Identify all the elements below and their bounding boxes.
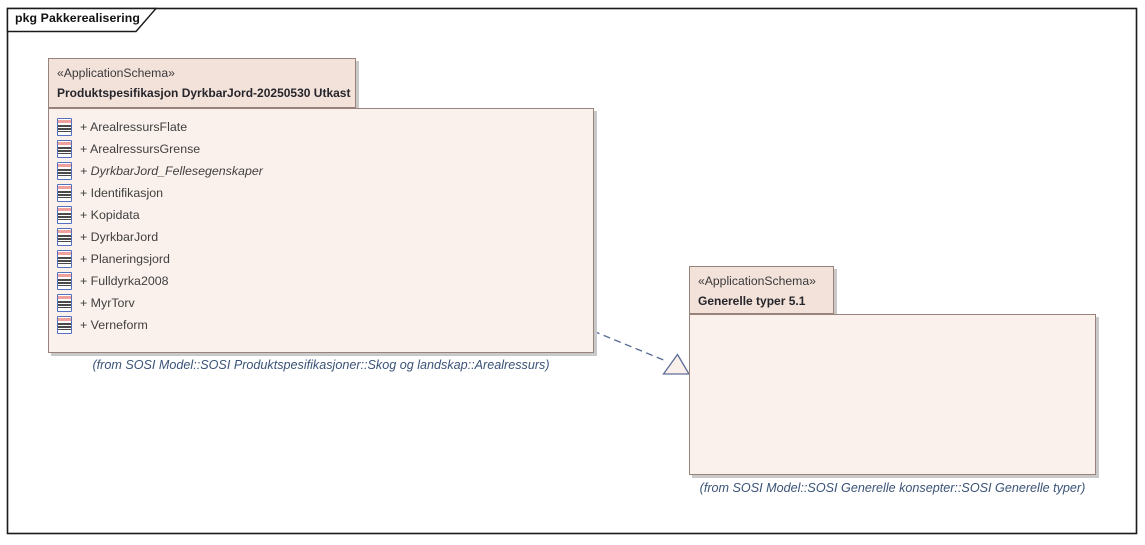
class-icon [57,250,72,268]
class-icon [57,162,72,180]
package-body-produktspesifikasjon[interactable]: + ArealressursFlate + ArealressursGrense +… [48,108,594,353]
class-item-label: + Identifikasjon [80,186,164,200]
realization-connector[interactable] [592,330,691,375]
class-item-label: + Planeringsjord [80,252,170,266]
realization-arrowhead-icon [662,353,691,375]
class-item-label: + Verneform [80,318,148,332]
class-icon [57,228,72,246]
package-stereotype: «ApplicationSchema» [698,274,816,288]
class-list-item[interactable]: + Planeringsjord [57,248,593,270]
package-name: Generelle typer 5.1 [698,294,806,308]
class-icon [57,316,72,334]
class-item-label: + DyrkbarJord [80,230,159,244]
package-tab-generelle-typer[interactable]: «ApplicationSchema» Generelle typer 5.1 [689,266,834,314]
class-icon [57,184,72,202]
package-class-list: + ArealressursFlate + ArealressursGrense +… [49,109,593,336]
class-list-item[interactable]: + Identifikasjon [57,182,593,204]
class-item-label: + ArealressursGrense [80,142,201,156]
class-item-label: + Fulldyrka2008 [80,274,169,288]
package-caption-produktspesifikasjon: (from SOSI Model::SOSI Produktspesifikas… [92,358,550,372]
package-stereotype: «ApplicationSchema» [57,66,175,80]
realization-dashed-line[interactable] [592,330,667,362]
class-icon [57,272,72,290]
frame-title: pkg Pakkerealisering [15,11,141,25]
package-name: Produktspesifikasjon DyrkbarJord-2025053… [57,86,351,100]
class-item-label: + MyrTorv [80,296,135,310]
class-item-label: + DyrkbarJord_Fellesegenskaper [80,164,263,178]
class-list-item[interactable]: + DyrkbarJord_Fellesegenskaper [57,160,593,182]
package-tab-produktspesifikasjon[interactable]: «ApplicationSchema» Produktspesifikasjon… [48,58,356,108]
class-list-item[interactable]: + ArealressursGrense [57,138,593,160]
class-icon [57,118,72,136]
package-caption-generelle-typer: (from SOSI Model::SOSI Generelle konsept… [699,481,1086,495]
class-list-item[interactable]: + Fulldyrka2008 [57,270,593,292]
class-list-item[interactable]: + DyrkbarJord [57,226,593,248]
class-list-item[interactable]: + Kopidata [57,204,593,226]
class-icon [57,140,72,158]
class-item-label: + Kopidata [80,208,140,222]
class-icon [57,206,72,224]
package-body-generelle-typer[interactable] [689,314,1096,475]
class-list-item[interactable]: + ArealressursFlate [57,116,593,138]
class-item-label: + ArealressursFlate [80,120,188,134]
class-list-item[interactable]: + Verneform [57,314,593,336]
class-icon [57,294,72,312]
class-list-item[interactable]: + MyrTorv [57,292,593,314]
